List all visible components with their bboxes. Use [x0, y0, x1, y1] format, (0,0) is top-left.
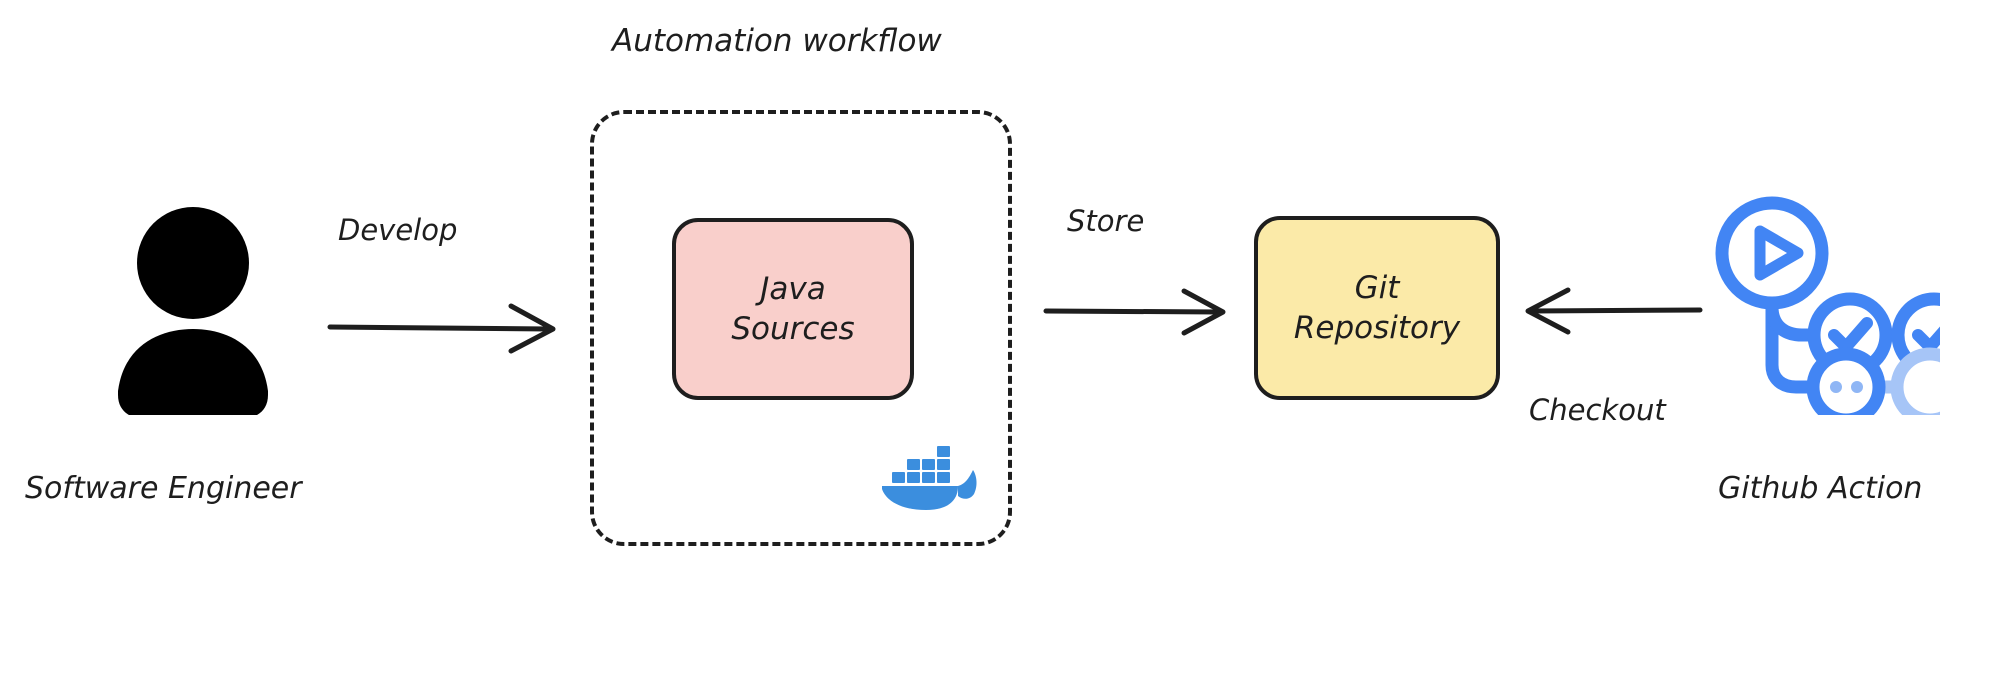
develop-arrow [327, 303, 556, 354]
github-actions-icon [1715, 196, 1940, 415]
node-java-sources-label: Java Sources [731, 270, 855, 347]
node-java-sources[interactable]: Java Sources [672, 218, 914, 400]
node-git-repository-label: Git Repository [1293, 269, 1461, 346]
person-icon [118, 207, 268, 415]
node-git-repository[interactable]: Git Repository [1254, 216, 1500, 400]
checkout-arrow [1525, 287, 1703, 335]
github-action-label: Github Action [1718, 471, 1923, 506]
store-arrow [1043, 288, 1226, 336]
docker-icon [882, 446, 977, 510]
checkout-edge-label: Checkout [1529, 393, 1666, 427]
develop-edge-label: Develop [338, 213, 458, 247]
software-engineer-label: Software Engineer [25, 471, 302, 506]
automation-workflow-group [590, 110, 1012, 546]
store-edge-label: Store [1067, 204, 1145, 238]
automation-workflow-title: Automation workflow [612, 23, 942, 59]
